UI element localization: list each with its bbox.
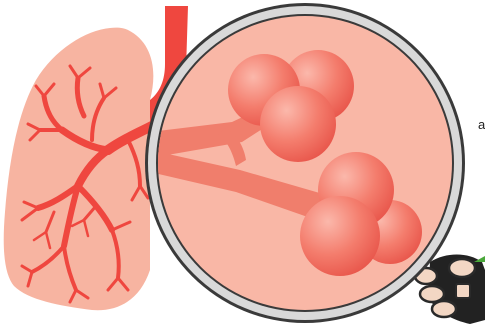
- magnifier-icon: [145, 3, 465, 323]
- edge-text-fragment: a: [478, 118, 485, 131]
